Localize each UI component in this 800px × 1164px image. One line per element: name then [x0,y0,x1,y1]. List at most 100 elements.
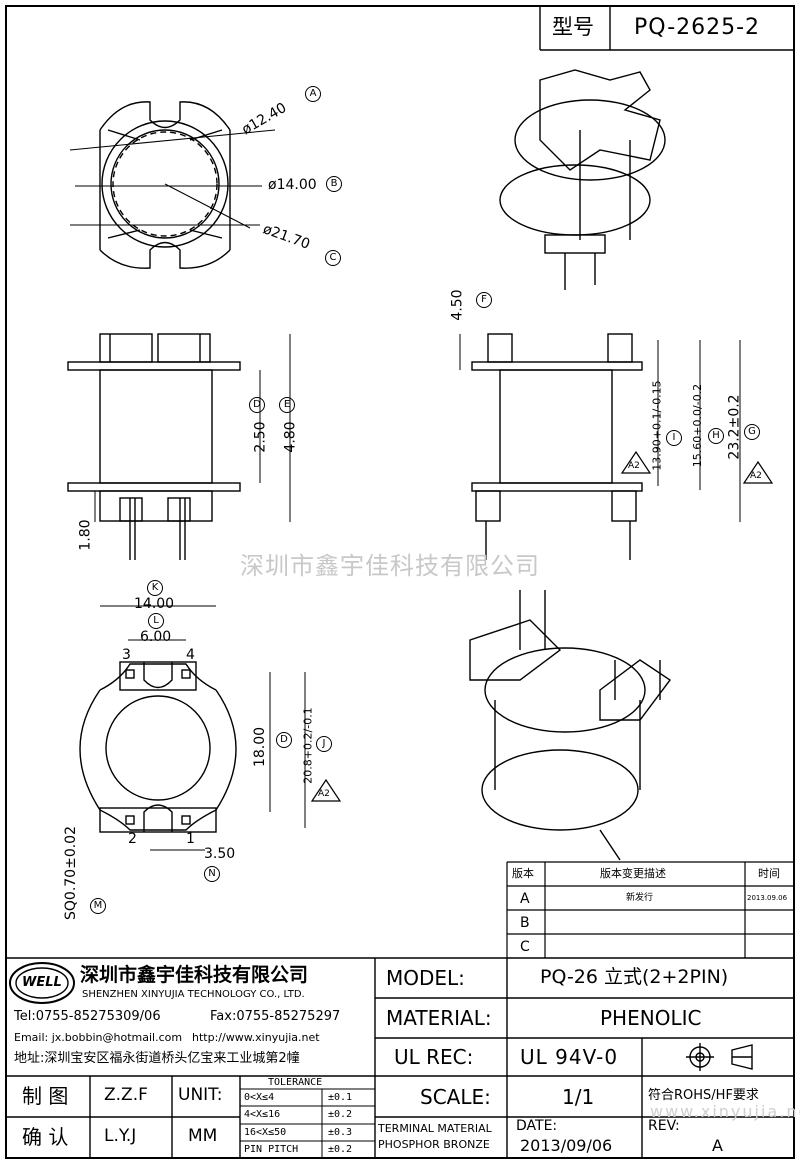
tol-value-1: ±0.1 [328,1092,353,1103]
rev-label: REV: [648,1118,680,1134]
rev-header-desc: 版本变更描述 [600,867,666,880]
rev-header-version: 版本 [512,867,534,880]
watermark-url: www.xinyujia.net [650,1102,800,1121]
side-view [459,333,741,560]
check-label: 确 认 [22,1125,69,1149]
rohs-text: 符合ROHS/HF要求 [648,1088,759,1103]
rev-row-a-date: 2013.09.06 [747,894,788,902]
dim-bottom-k: 14.00 [134,596,175,612]
tol-value-3: ±0.3 [328,1127,353,1138]
pin-label-3: 3 [122,647,131,663]
company-tel: Tel:0755-85275309/06 [14,1009,161,1024]
material-value: PHENOLIC [600,1006,702,1030]
ulrec-value: UL 94V-0 [520,1045,619,1069]
header-model-label: 型号 [552,15,594,39]
dim-top-b-ref: B [326,176,342,192]
dim-bottom-n: 3.50 [204,846,236,862]
dim-bottom-m-ref: M [90,898,106,914]
unit-value: MM [188,1126,218,1146]
dim-side-g-ref: G [744,424,760,440]
date-label: DATE: [516,1118,558,1134]
dim-side-i: 13.90+0.1/-0.15 [650,380,664,471]
rev-row-a: A [520,891,530,907]
rev-row-a-desc: 新发行 [626,893,654,903]
top-view [69,101,276,269]
pin-label-4: 4 [186,647,195,663]
company-logo [9,962,75,1004]
company-http: http://www.xinyujia.net [192,1031,320,1044]
front-view [67,333,291,560]
dim-top-c-ref: C [325,250,341,266]
tol-range-1: 0<X≤4 [244,1092,275,1103]
rev-header-time: 时间 [758,867,780,880]
company-address: 地址:深圳宝安区福永街道桥头亿宝来工业城第2幢 [14,1051,300,1066]
dim-side-h-ref: H [708,428,724,444]
logo-text: WELL [22,975,62,990]
watermark: 深圳市鑫宇佳科技有限公司 [240,552,540,580]
company-name-en: SHENZHEN XINYUJIA TECHNOLOGY CO., LTD. [82,989,305,1000]
tol-range-2: 4<X≤16 [244,1109,281,1120]
bottom-view [79,605,306,851]
dim-top-b: ø14.00 [268,177,317,193]
dim-side-f: 4.50 [449,289,466,321]
rev-row-c: C [520,939,530,955]
rev-flag-1: A2 [628,461,640,471]
pin-label-2: 2 [128,831,137,847]
scale-value: 1/1 [562,1085,595,1109]
dim-bottom-l-ref: L [148,613,164,629]
header-model-value: PQ-2625-2 [634,15,761,40]
rev-flag-3: A2 [318,789,330,799]
dim-bottom-l: 6.00 [140,629,172,645]
dim-bottom-j: 20.8+0.2/-0.1 [301,707,315,784]
title-block-lines [6,957,794,1158]
revision-table-lines [506,861,794,958]
rev-value: A [712,1136,723,1155]
revision-flags [310,450,774,802]
tol-value-4: ±0.2 [328,1144,353,1155]
terminal-material-label: TERMINAL MATERIAL [378,1122,492,1135]
dim-bottom-d: 18.00 [252,726,269,768]
company-name-cn: 深圳市鑫宇佳科技有限公司 [80,964,309,986]
draw-value: Z.Z.F [104,1085,148,1105]
dim-bottom-m: SQ0.70±0.02 [62,826,79,920]
dim-side-h: 15.60+0.0/-0.2 [691,383,705,468]
model-label: MODEL: [386,966,465,990]
dim-front-f: 1.80 [77,519,94,551]
dim-side-g: 23.2±0.2 [726,394,743,460]
dim-front-d: 2.50 [252,421,269,453]
dim-front-d-ref: D [249,397,265,413]
outer-border [5,5,795,1159]
scale-label: SCALE: [420,1085,491,1109]
terminal-material-value: PHOSPHOR BRONZE [378,1138,490,1151]
iso-view-top [499,69,666,290]
tol-range-4: PIN PITCH [244,1144,299,1155]
rev-flag-2: A2 [750,471,762,481]
tol-value-2: ±0.2 [328,1109,353,1120]
material-label: MATERIAL: [386,1006,492,1030]
dim-bottom-k-ref: K [147,580,163,596]
company-email: Email: jx.bobbin@hotmail.com [14,1031,183,1044]
ul-symbols [686,1043,753,1071]
unit-label: UNIT: [178,1085,223,1105]
dim-bottom-j-ref: J [316,736,332,752]
dim-side-f-ref: F [476,292,492,308]
draw-label: 制 图 [22,1084,69,1108]
iso-view-bottom [469,590,672,861]
ulrec-label: UL REC: [394,1045,474,1069]
dim-bottom-d-ref: D [276,732,292,748]
dim-top-a-ref: A [305,86,321,102]
dim-side-i-ref: I [666,430,682,446]
pin-label-1: 1 [186,831,195,847]
company-fax: Fax:0755-85275297 [210,1009,341,1024]
rev-row-b: B [520,915,530,931]
tolerance-title: TOLERANCE [268,1077,323,1088]
dim-front-e-ref: E [279,397,295,413]
dim-bottom-n-ref: N [204,866,220,882]
tol-range-3: 16<X≤50 [244,1127,287,1138]
model-value: PQ-26 立式(2+2PIN) [540,966,729,988]
date-value: 2013/09/06 [520,1136,613,1155]
dim-front-e: 4.80 [282,421,299,453]
check-value: L.Y.J [104,1126,137,1146]
